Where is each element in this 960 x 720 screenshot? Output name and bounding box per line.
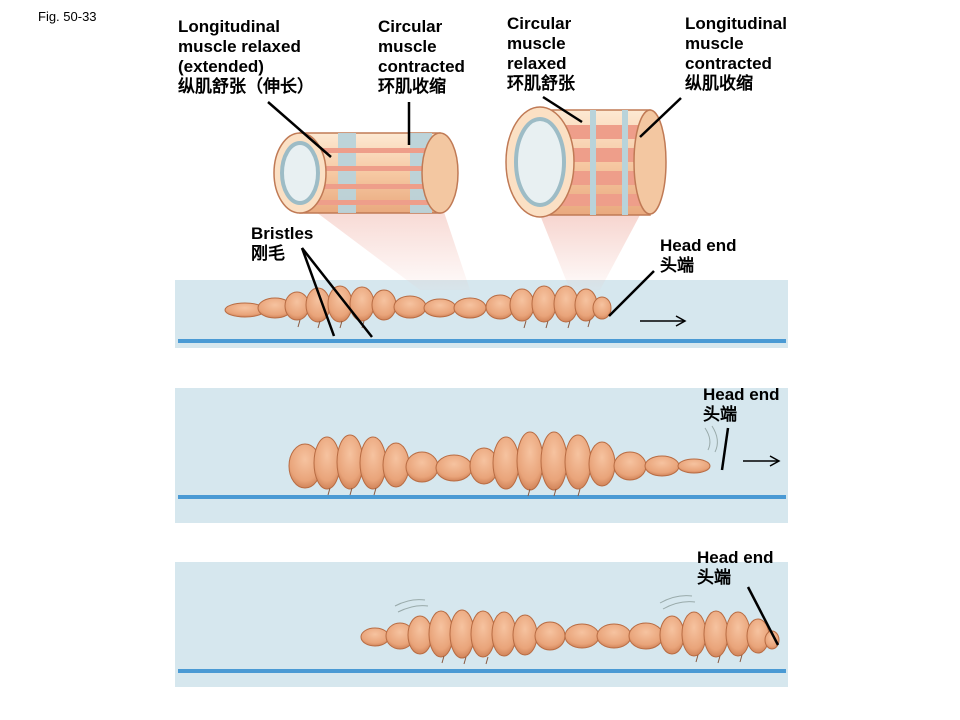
label-line: Longitudinal <box>685 14 787 33</box>
label-line: contracted <box>378 57 465 76</box>
label-head-end-3: Head end 头端 <box>697 548 774 588</box>
label-head-end-2: Head end 头端 <box>703 385 780 425</box>
pointer-head-2 <box>720 427 730 471</box>
label-line: relaxed <box>507 54 567 73</box>
projection-cone-left <box>300 200 470 290</box>
label-head-end-1: Head end 头端 <box>660 236 737 276</box>
pointer-head-3 <box>746 586 780 646</box>
label-line: Head end <box>703 385 780 404</box>
pointer-lines <box>267 95 780 646</box>
label-cn: 头端 <box>703 405 737 425</box>
label-line: muscle <box>507 34 566 53</box>
pointer-long-relaxed <box>267 101 332 158</box>
label-line: Circular <box>378 17 443 36</box>
label-longitudinal-relaxed: Longitudinal muscle relaxed (extended) 纵… <box>178 17 314 97</box>
label-bristles: Bristles 刚毛 <box>251 224 313 264</box>
label-line: muscle <box>685 34 744 53</box>
muscle-tube-extended <box>273 132 459 214</box>
label-line: Circular <box>507 14 572 33</box>
pointer-long-contracted <box>639 97 682 138</box>
label-cn: 纵肌收缩 <box>685 74 753 94</box>
label-line: Head end <box>660 236 737 255</box>
label-longitudinal-contracted: Longitudinal muscle contracted 纵肌收缩 <box>685 14 787 94</box>
label-line: Bristles <box>251 224 314 243</box>
pointer-bristle-a <box>300 247 336 337</box>
label-line: muscle <box>378 37 437 56</box>
label-circular-contracted: Circular muscle contracted 环肌收缩 <box>378 17 465 97</box>
label-line: (extended) <box>178 57 264 76</box>
label-cn: 纵肌舒张（伸长） <box>178 77 314 97</box>
label-line: contracted <box>685 54 772 73</box>
label-line: Longitudinal <box>178 17 280 36</box>
label-line: muscle relaxed <box>178 37 301 56</box>
label-line: Head end <box>697 548 774 567</box>
label-cn: 头端 <box>660 256 694 276</box>
pointer-bristle-b <box>301 247 373 338</box>
figure-label: Fig. 50-33 <box>38 9 97 24</box>
pointer-circ-relaxed <box>542 95 583 124</box>
earthworm-2 <box>288 425 718 497</box>
label-cn: 刚毛 <box>251 244 285 264</box>
label-cn: 环肌舒张 <box>507 74 575 94</box>
earthworm-3 <box>360 595 780 665</box>
arrow-right-icon <box>743 455 781 467</box>
label-cn: 头端 <box>697 568 731 588</box>
muscle-tube-contracted <box>505 106 667 218</box>
label-cn: 环肌收缩 <box>378 77 446 97</box>
projection-cone-right <box>540 215 640 290</box>
earthworm-1 <box>224 285 612 329</box>
label-circular-relaxed: Circular muscle relaxed 环肌舒张 <box>507 14 575 94</box>
pointer-head-1 <box>608 270 655 317</box>
arrow-right-icon <box>640 315 687 327</box>
